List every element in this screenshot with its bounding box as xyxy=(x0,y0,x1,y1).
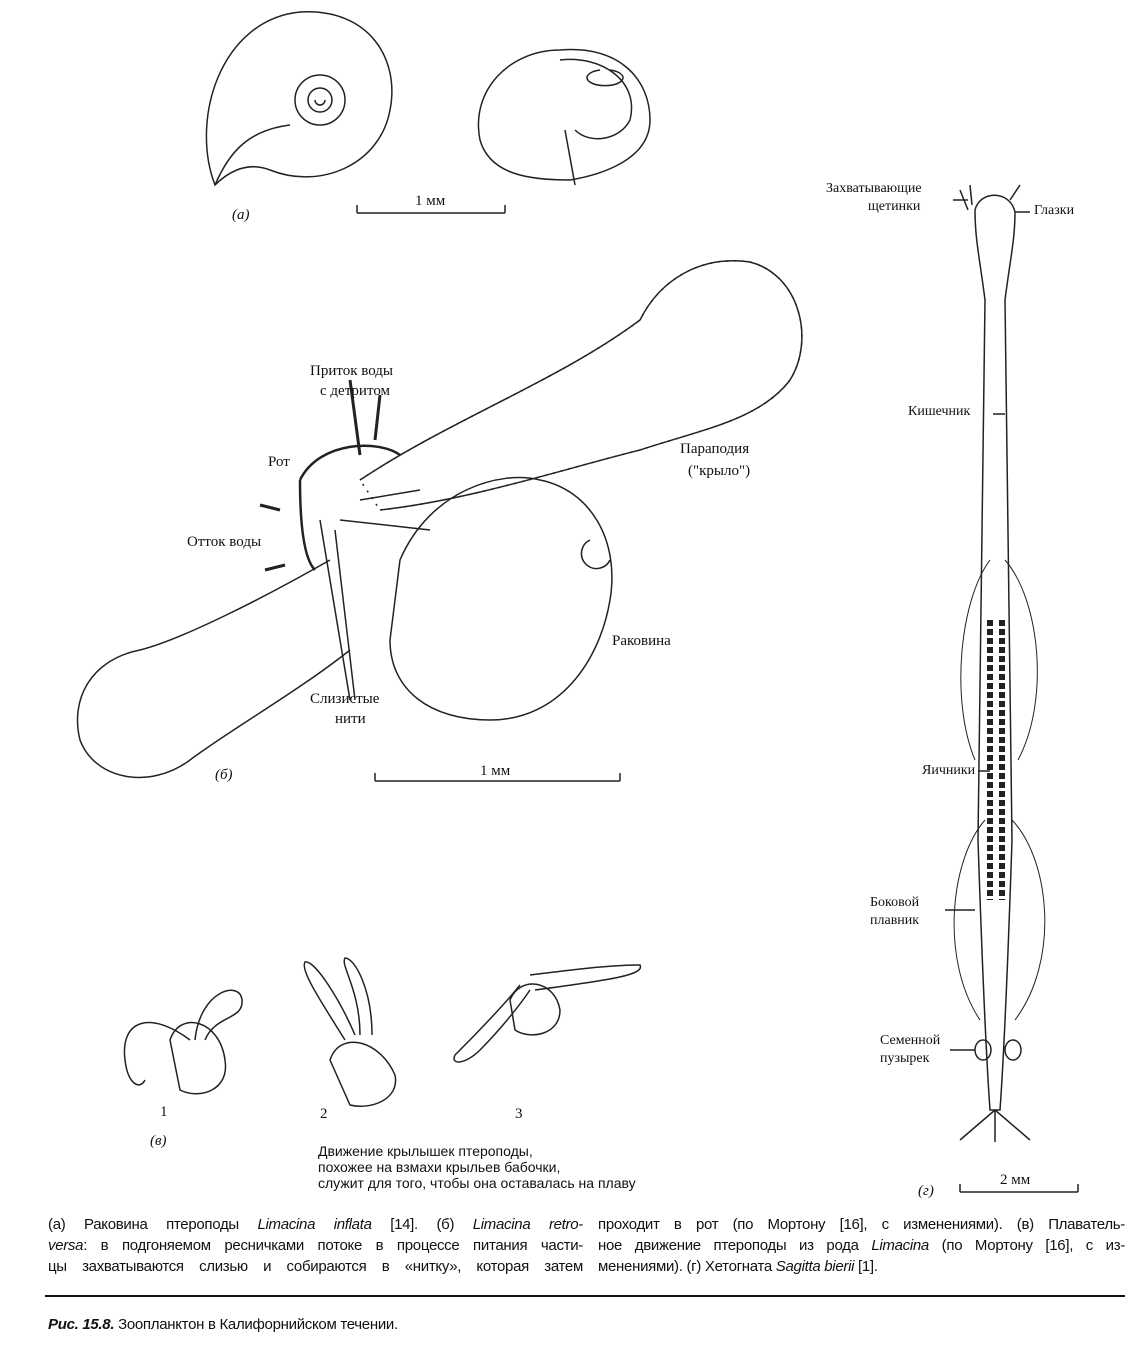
bristles-label-2: щетинки xyxy=(868,199,921,214)
panel-a-label: (а) xyxy=(232,207,250,223)
scale-label-b: 1 мм xyxy=(480,763,511,779)
limacina-shell-side-view xyxy=(477,48,651,186)
caption-line: ное движение птероподы из рода Limacina … xyxy=(598,1235,1125,1256)
tail-fin xyxy=(959,1109,1031,1142)
figure-title-text: Зоопланктон в Калифорнийском течении. xyxy=(114,1316,398,1333)
vesicle-label-1: Семенной xyxy=(880,1033,941,1048)
divider-rule xyxy=(45,1295,1125,1297)
fin-label-1: Боковой xyxy=(870,895,920,910)
note-line: похожее на взмахи крыльев бабочки, xyxy=(318,1159,561,1175)
figure-number: Рис. 15.8. xyxy=(48,1316,115,1333)
inflow-label-1: Приток воды xyxy=(310,363,394,379)
caption-line: менениями). (г) Хетогната Sagitta bierii… xyxy=(598,1256,1125,1277)
note-line: Движение крылышек птероподы, xyxy=(318,1143,533,1159)
bristles-label-1: Захватывающие xyxy=(826,181,922,196)
stage-3-label: 3 xyxy=(515,1106,523,1122)
scale-label-a: 1 мм xyxy=(415,193,446,209)
caption-line: проходит в рот (по Мортону [16], с измен… xyxy=(598,1214,1125,1235)
caption-line: versa: в подгоняемом ресничками потоке в… xyxy=(48,1235,583,1256)
caption-line: (а) Раковина птероподы Limacina inflata … xyxy=(48,1214,583,1235)
figure-title: Рис. 15.8. Зоопланктон в Калифорнийском … xyxy=(48,1314,398,1335)
caption-text: [14]. (б) xyxy=(371,1216,473,1233)
limacina-shell-top-view xyxy=(205,11,393,187)
gut-label: Кишечник xyxy=(908,404,971,419)
stage-1-label: 1 xyxy=(160,1104,168,1120)
caption-text: (а) Раковина птероподы xyxy=(48,1216,258,1233)
scale-bar-b xyxy=(374,773,621,782)
stage-2-label: 2 xyxy=(320,1106,328,1122)
outflow-label: Отток воды xyxy=(187,534,262,550)
caption-line: цы захватываются слизью и собираются в «… xyxy=(48,1256,583,1277)
panel-b-label: (б) xyxy=(215,767,233,783)
caption-text: менениями). (г) Хетогната xyxy=(598,1258,776,1275)
note-line: служит для того, чтобы она оставалась на… xyxy=(318,1175,636,1191)
parapodia-label-1: Параподия xyxy=(680,441,750,457)
swimming-stage-2 xyxy=(303,957,397,1107)
panel-g-label: (г) xyxy=(918,1183,934,1199)
mouth-label: Рот xyxy=(268,454,290,470)
inflow-label-2: с детритом xyxy=(320,383,391,399)
caption-left-column: (а) Раковина птероподы Limacina inflata … xyxy=(48,1214,583,1277)
mucus-label-2: нити xyxy=(335,711,366,727)
mucus-label-1: Слизистые xyxy=(310,691,380,707)
caption-text: (по Мортону [16], с из- xyxy=(928,1237,1126,1254)
pteropod-feeding-drawing xyxy=(76,260,803,779)
species-name: Limacina inflata xyxy=(257,1216,372,1233)
fin-label-2: плавник xyxy=(870,913,920,928)
caption-text: ное движение птероподы из рода xyxy=(598,1237,872,1254)
caption-text: : в подгоняемом ресничками потоке в проц… xyxy=(83,1237,583,1254)
vesicle-label-2: пузырек xyxy=(880,1051,930,1066)
species-name: versa xyxy=(48,1237,84,1254)
caption-text: цы захватываются слизью и собираются в «… xyxy=(48,1258,583,1275)
scale-label-g: 2 мм xyxy=(1000,1172,1031,1188)
caption-right-column: проходит в рот (по Мортону [16], с измен… xyxy=(598,1214,1125,1277)
lateral-fin-lower xyxy=(953,819,1046,1021)
scale-bar-a xyxy=(356,205,506,214)
caption-text: [1]. xyxy=(854,1258,878,1275)
scale-bar-g xyxy=(959,1184,1079,1193)
swimming-note: Движение крылышек птероподы, похожее на … xyxy=(318,1143,636,1191)
ovaries-label: Яичники xyxy=(922,763,976,778)
species-name: Sagitta bierii xyxy=(775,1258,855,1275)
lateral-fin-upper xyxy=(960,559,1038,761)
seminal-vesicles xyxy=(974,1039,1022,1061)
parapodium-wing-left xyxy=(76,559,351,779)
parapodia-label-2: ("крыло") xyxy=(688,463,751,479)
swimming-stage-3 xyxy=(453,964,642,1063)
panel-v-label: (в) xyxy=(150,1133,167,1149)
caption-text: проходит в рот (по Мортону [16], с измен… xyxy=(598,1216,1125,1233)
species-name: Limacina retro- xyxy=(472,1216,584,1233)
species-name: Limacina xyxy=(871,1237,929,1254)
sagitta-drawing xyxy=(945,184,1046,1142)
eyes-label: Глазки xyxy=(1034,203,1075,218)
shell-label: Раковина xyxy=(612,633,671,649)
swimming-stage-1 xyxy=(123,989,243,1095)
shell-body xyxy=(389,476,613,721)
